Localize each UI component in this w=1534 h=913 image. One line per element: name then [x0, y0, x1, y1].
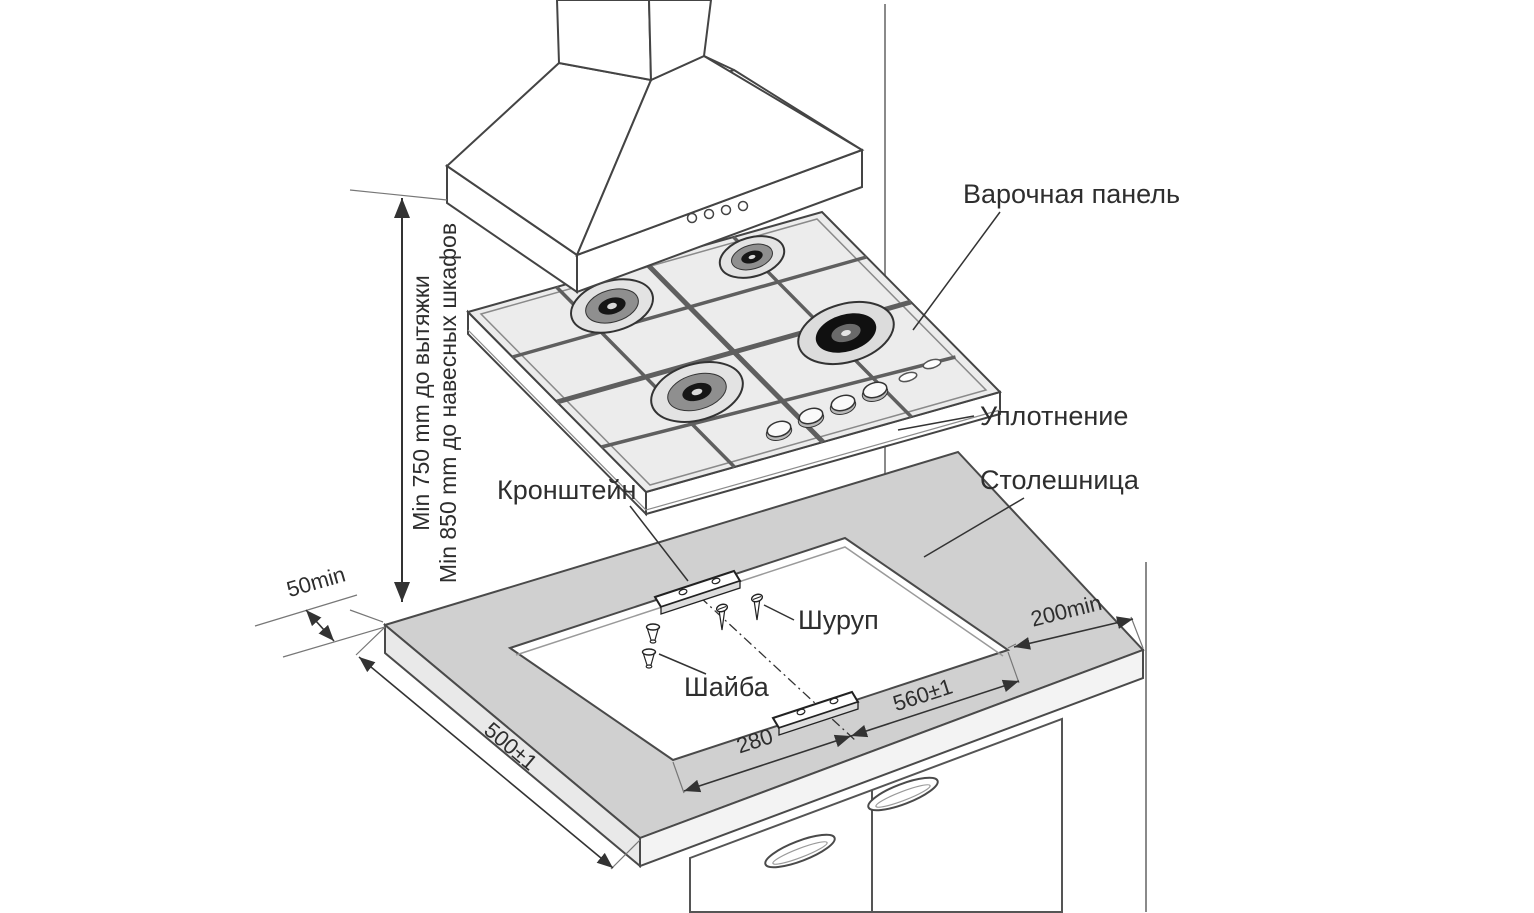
extension-line [1130, 616, 1144, 649]
callouts: Варочная панель Уплотнение Столешница Кр… [497, 179, 1180, 702]
bracket-bottom [771, 690, 860, 736]
bracket-top [653, 569, 742, 615]
screw-icon [750, 593, 764, 621]
door-handle-left [764, 833, 836, 869]
callout-washer: Шайба [658, 653, 770, 702]
dim-560-arrow [850, 679, 1020, 738]
hood-canopy-back-edge [703, 55, 735, 71]
dim-50-arrow [305, 609, 335, 642]
extension-line [282, 626, 386, 658]
callout-seal: Уплотнение [897, 401, 1128, 431]
seal-strip [467, 329, 1001, 511]
hood-buttons [686, 200, 749, 224]
extension-line [349, 609, 384, 623]
callout-bracket: Кронштейн [497, 475, 689, 582]
extension-line [610, 839, 641, 870]
hob-label: Варочная панель [963, 179, 1180, 209]
washer-icon [645, 623, 661, 644]
control-knobs [765, 381, 889, 441]
washer-leader-line [658, 653, 707, 675]
burner-back-right [718, 235, 786, 279]
cabinet [689, 717, 1063, 913]
burner-front-right [797, 301, 895, 365]
hob-leader-line [912, 211, 1001, 331]
extension-line [349, 189, 448, 201]
washer-icon [641, 648, 657, 669]
door-handle-right [867, 776, 939, 812]
dim-500-arrow [358, 656, 614, 869]
bracket-label: Кронштейн [497, 475, 636, 505]
dim-200-arrow [1013, 616, 1134, 650]
dimension-50min: 50min [254, 562, 386, 658]
screw-label: Шуруп [798, 605, 879, 635]
mounting-hardware [641, 569, 860, 742]
callout-hob: Варочная панель [912, 179, 1180, 331]
dim-280-arrow [683, 734, 852, 793]
seal-leader-line [897, 415, 975, 431]
extension-line [355, 626, 386, 656]
extension-line [672, 761, 685, 794]
callout-countertop: Столешница [923, 465, 1140, 558]
cooktop [466, 210, 1002, 517]
height-dimension: Min 750 mm до вытяжки Min 850 mm до наве… [349, 189, 461, 623]
dim-750-label: Min 750 mm до вытяжки [408, 275, 434, 531]
extension-line [1007, 651, 1020, 684]
vent-slots [898, 358, 942, 383]
center-line [699, 596, 857, 742]
burner-front-left [650, 361, 744, 423]
seal-label: Уплотнение [980, 401, 1128, 431]
burner-back-left [570, 278, 654, 334]
screw-leader-line [763, 604, 795, 621]
countertop-label: Столешница [980, 465, 1140, 495]
cutout-inner-wall [515, 546, 1004, 657]
kitchen-hood [444, 0, 865, 294]
hood-duct-right [647, 0, 713, 82]
callout-screw: Шуруп [763, 604, 879, 635]
screw-icon [715, 603, 729, 631]
washer-label: Шайба [684, 672, 770, 702]
bracket-leader-line [629, 505, 689, 582]
dim-850-label: Min 850 mm до навесных шкафов [435, 223, 461, 583]
hob-inner-frame [479, 218, 988, 486]
dim-50-label: 50min [284, 562, 348, 603]
countertop-leader-line [923, 497, 1025, 558]
